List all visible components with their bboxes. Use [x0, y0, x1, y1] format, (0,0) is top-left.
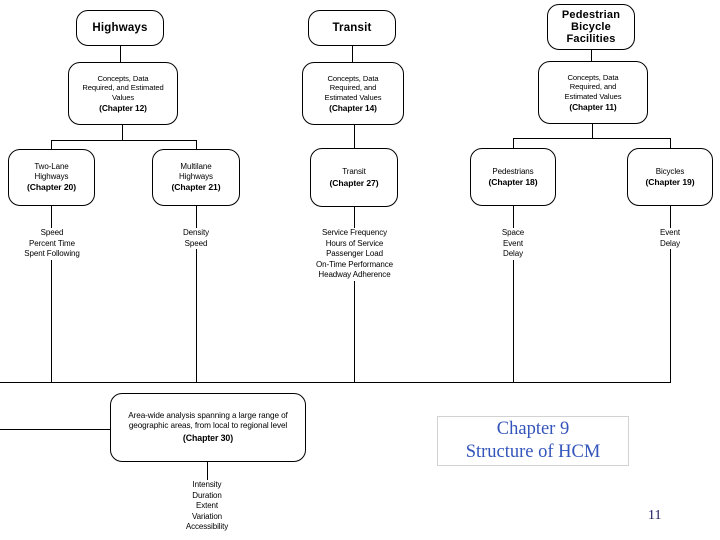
node-transit[interactable]: Transit (Chapter 27) [310, 148, 398, 207]
node-bicycles-label: Bicycles (Chapter 19) [646, 157, 695, 197]
measures-area-wide-analysis: Intensity Duration Extent Variation Acce… [167, 480, 247, 533]
measures-multilane-highways: Density Speed [156, 228, 236, 250]
node-multilane-highways[interactable]: Multilane Highways (Chapter 21) [152, 149, 240, 206]
node-multilane-highways-text: Multilane Highways [179, 162, 213, 181]
connector-transit-header-to-concepts [352, 46, 353, 62]
node-multilane-highways-label: Multilane Highways (Chapter 21) [172, 153, 221, 203]
measures-bicycles: Event Delay [630, 228, 710, 250]
node-pedestrians-chapter: (Chapter 18) [488, 177, 538, 188]
node-transit-concepts[interactable]: Concepts, Data Required, and Estimated V… [302, 62, 404, 125]
connector-multilane-down [196, 206, 197, 383]
node-two-lane-highways-chapter: (Chapter 20) [27, 182, 76, 193]
connector-to-bicycles [670, 138, 671, 148]
node-transit-concepts-label: Concepts, Data Required, and Estimated V… [325, 65, 382, 123]
node-multilane-highways-chapter: (Chapter 21) [171, 182, 221, 193]
measures-transit: Service Frequency Hours of Service Passe… [291, 228, 418, 281]
page-number: 11 [648, 508, 662, 523]
connector-highways-split [51, 140, 196, 141]
node-pedestrian-bicycle-concepts-label: Concepts, Data Required, and Estimated V… [565, 64, 622, 122]
title-block-text: Chapter 9 Structure of HCM [465, 419, 601, 462]
node-two-lane-highways-label: Two-Lane Highways (Chapter 20) [27, 153, 76, 203]
connector-bottom-bus [0, 382, 671, 383]
node-pedestrian-bicycle-facilities-header[interactable]: Pedestrian Bicycle Facilities [547, 4, 635, 50]
connector-two-lane-down [51, 206, 52, 383]
title-block[interactable]: Chapter 9 Structure of HCM [437, 416, 629, 466]
node-transit-text: Transit [342, 167, 366, 177]
node-pedestrian-bicycle-concepts-chapter: (Chapter 11) [569, 101, 617, 112]
node-area-wide-analysis-label: Area-wide analysis spanning a large rang… [128, 400, 288, 454]
node-pedestrians[interactable]: Pedestrians (Chapter 18) [470, 148, 556, 206]
node-pedestrians-text: Pedestrians [492, 166, 534, 176]
node-highways-concepts-text: Concepts, Data Required, and Estimated V… [82, 74, 164, 102]
connector-to-pedestrians [513, 138, 514, 148]
connector-bus-to-summary [0, 429, 111, 430]
measures-pedestrians: Space Event Delay [473, 228, 553, 260]
connector-transit-down [354, 207, 355, 383]
node-bicycles-text: Bicycles [655, 166, 685, 176]
node-bicycles[interactable]: Bicycles (Chapter 19) [627, 148, 713, 206]
connector-pedbike-header-to-concepts [591, 50, 592, 61]
node-pedestrian-bicycle-concepts-text: Concepts, Data Required, and Estimated V… [564, 73, 622, 101]
node-highways-concepts-chapter: (Chapter 12) [99, 102, 147, 113]
node-area-wide-analysis-text: Area-wide analysis spanning a large rang… [128, 410, 288, 431]
connector-highways-header-to-concepts [120, 46, 121, 62]
node-transit-chapter: (Chapter 27) [329, 177, 379, 188]
connector-to-two-lane [51, 140, 52, 149]
node-two-lane-highways[interactable]: Two-Lane Highways (Chapter 20) [8, 149, 95, 206]
connector-transit-concepts-to-transit [354, 125, 355, 148]
node-highways-header[interactable]: Highways [76, 10, 164, 46]
connector-bicycles-down [670, 206, 671, 383]
node-area-wide-analysis-chapter: (Chapter 30) [182, 432, 234, 443]
connector-to-multilane [196, 140, 197, 149]
node-highways-header-label: Highways [92, 21, 148, 34]
node-pedestrians-label: Pedestrians (Chapter 18) [489, 157, 538, 197]
node-transit-concepts-chapter: (Chapter 14) [329, 102, 377, 113]
node-bicycles-chapter: (Chapter 19) [645, 177, 695, 188]
connector-pedestrians-down [513, 206, 514, 383]
node-highways-concepts-label: Concepts, Data Required, and Estimated V… [82, 65, 163, 123]
node-highways-concepts[interactable]: Concepts, Data Required, and Estimated V… [68, 62, 178, 125]
node-transit-header[interactable]: Transit [308, 10, 396, 46]
measures-two-lane-highways: Speed Percent Time Spent Following [2, 228, 102, 260]
connector-pedbike-split [513, 138, 671, 139]
node-pedestrian-bicycle-facilities-header-label: Pedestrian Bicycle Facilities [561, 8, 621, 46]
node-area-wide-analysis[interactable]: Area-wide analysis spanning a large rang… [110, 393, 306, 462]
node-transit-label: Transit (Chapter 27) [330, 157, 379, 197]
connector-highways-concepts-down [122, 125, 123, 140]
node-two-lane-highways-text: Two-Lane Highways [34, 162, 69, 181]
connector-pedbike-concepts-down [592, 124, 593, 138]
node-transit-concepts-text: Concepts, Data Required, and Estimated V… [324, 74, 382, 102]
node-pedestrian-bicycle-concepts[interactable]: Concepts, Data Required, and Estimated V… [538, 61, 648, 124]
node-transit-header-label: Transit [332, 21, 372, 34]
connector-summary-down [207, 462, 208, 480]
